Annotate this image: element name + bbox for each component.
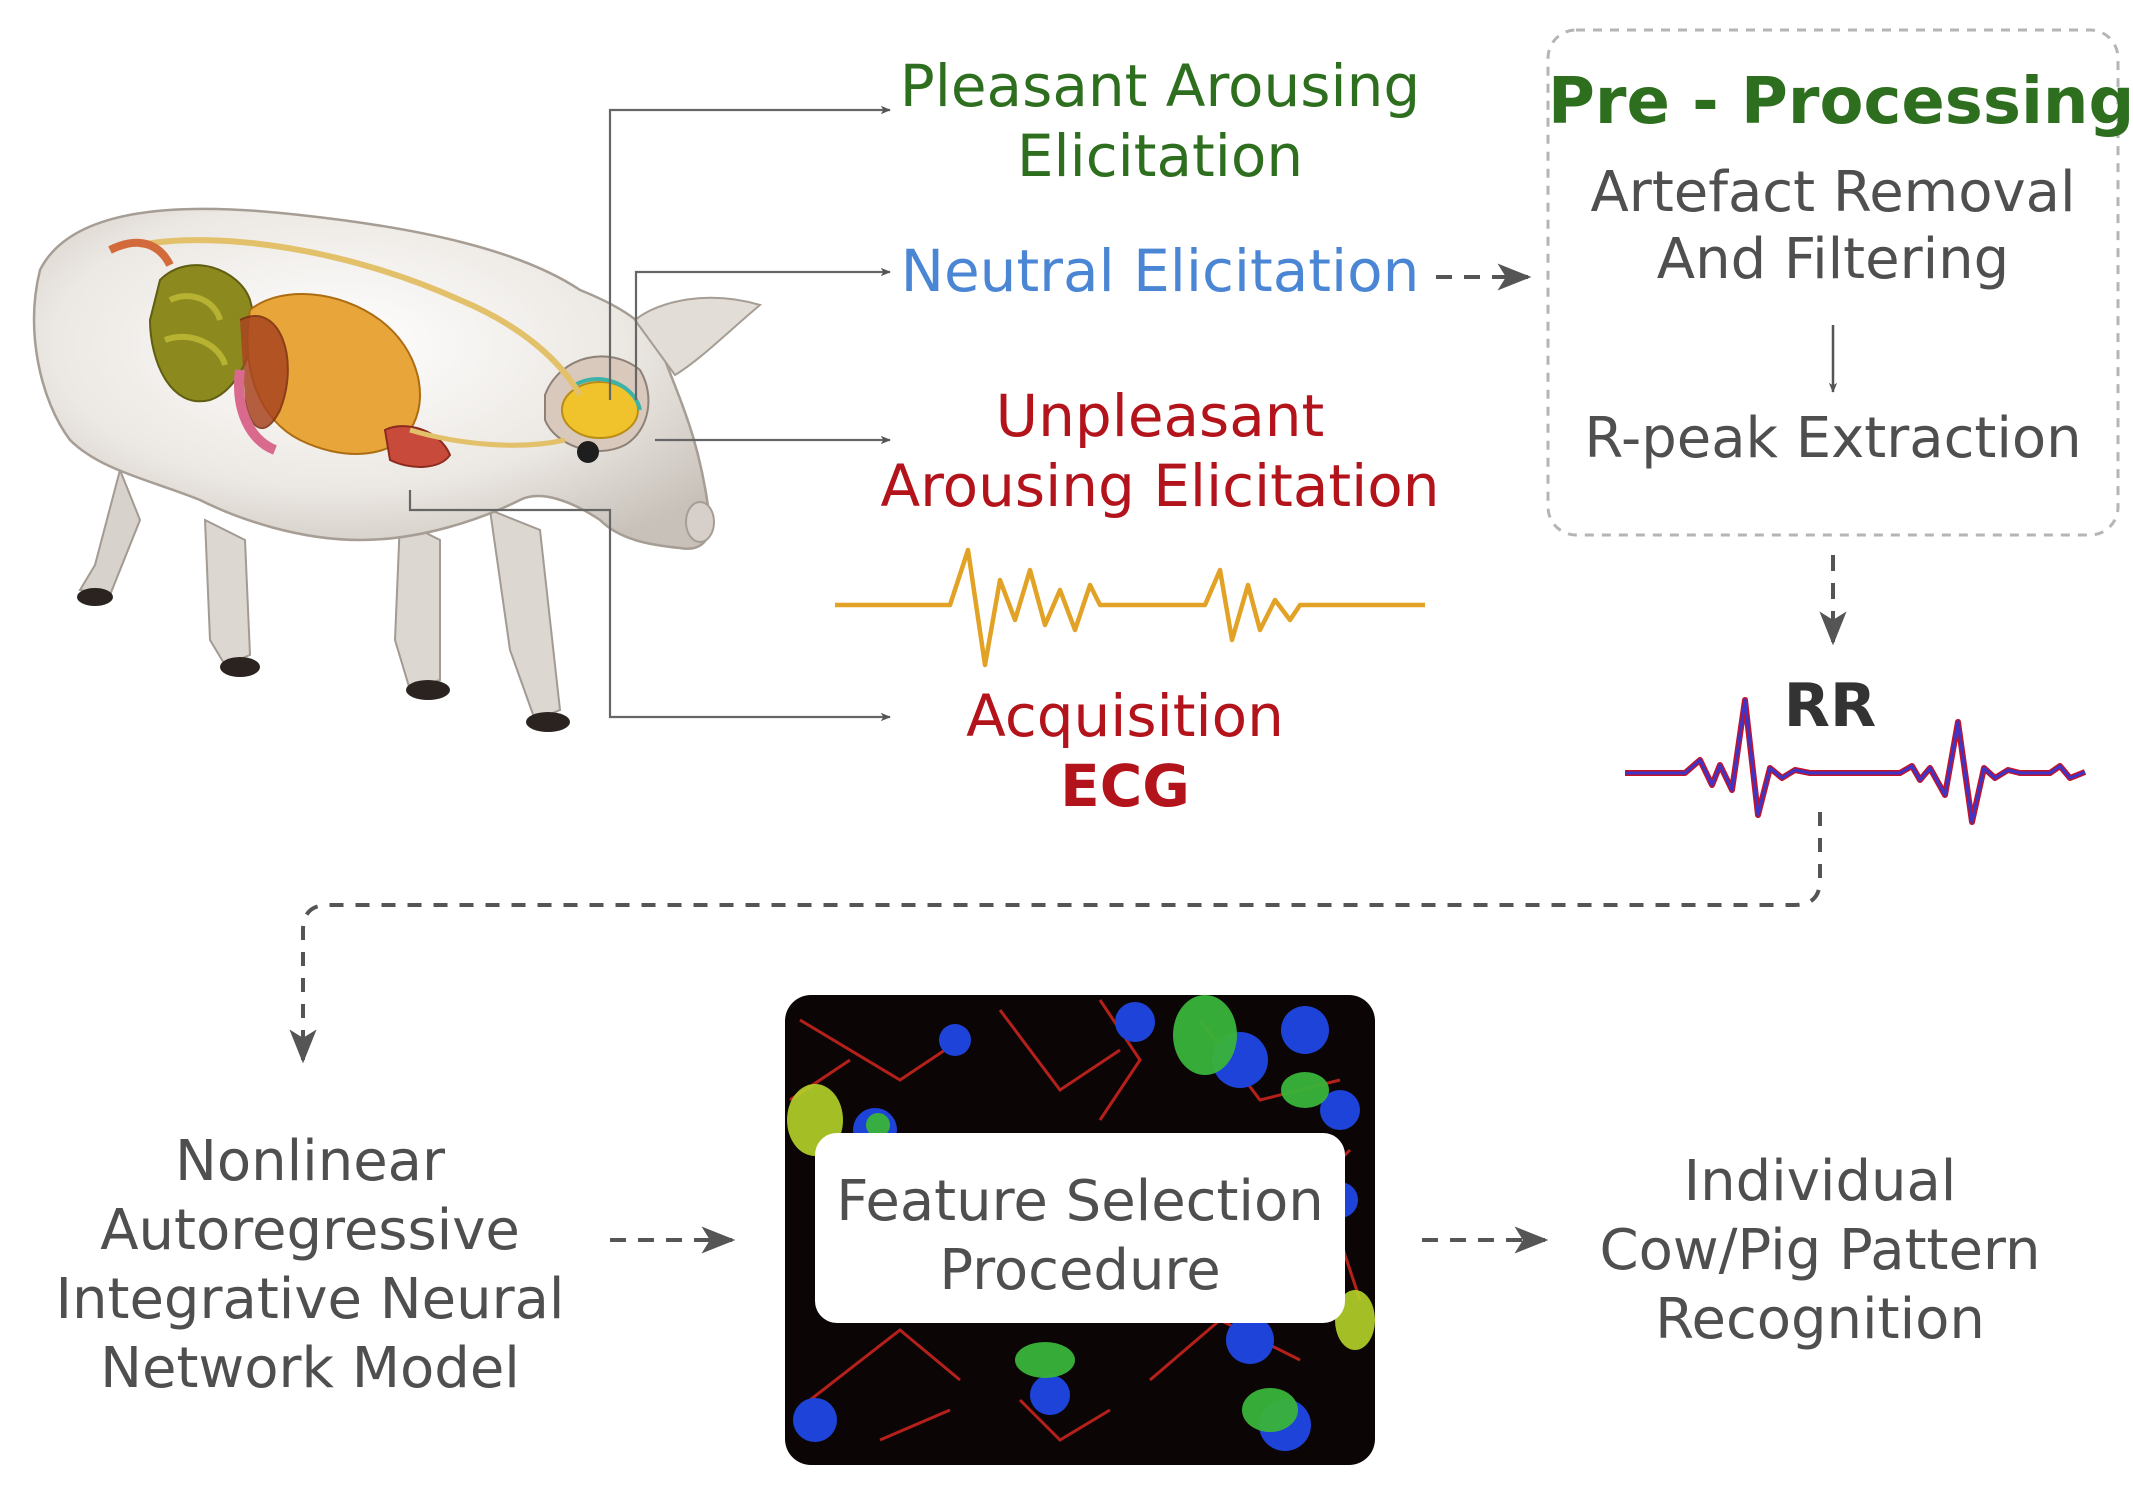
rr-interval-waveform-icon [1625, 697, 2087, 825]
feature-selection-label: Feature Selection Procedure [815, 1168, 1345, 1306]
fluorescence-microscopy-image [785, 995, 1375, 1465]
model-line-3: Integrative Neural [55, 1266, 565, 1332]
model-line-1: Nonlinear [174, 1129, 446, 1194]
feature-selection-box [815, 1133, 1345, 1323]
model-line-4: Network Model [100, 1335, 520, 1401]
pleasant-line-2: Elicitation [1016, 121, 1304, 190]
artefact-removal-line-2: And Filtering [1656, 226, 2010, 292]
acquisition-line: Acquisition [966, 682, 1284, 750]
neutral-elicitation-label: Neutral Elicitation [900, 237, 1420, 305]
stimulus-connectors [408, 105, 891, 722]
r-peak-extraction-label: R-peak Extraction [1584, 406, 2082, 472]
recognition-line-3: Recognition [1655, 1286, 1985, 1352]
ecg-waveform-icon [835, 547, 1425, 668]
rr-to-model-arrow [289, 812, 1822, 1064]
narx-model-label: Nonlinear Autoregressive Integrative Neu… [20, 1128, 600, 1404]
pig-anatomy-illustration [32, 207, 763, 732]
preprocessing-box [1546, 28, 2120, 537]
preprocessing-title: Pre - Processing [1548, 65, 2133, 139]
model-line-2: Autoregressive [100, 1197, 520, 1263]
artefact-removal-line-1: Artefact Removal [1590, 159, 2076, 225]
pleasant-arousing-label: Pleasant Arousing Elicitation [860, 52, 1460, 191]
rr-label: RR [1783, 671, 1877, 741]
unpleasant-line-1: Unpleasant [995, 382, 1325, 450]
pattern-recognition-label: Individual Cow/Pig Pattern Recognition [1560, 1148, 2080, 1355]
pleasant-line-1: Pleasant Arousing [899, 52, 1421, 120]
recognition-line-2: Cow/Pig Pattern [1599, 1217, 2041, 1283]
recognition-line-1: Individual [1683, 1149, 1957, 1214]
ecg-line: ECG [1060, 751, 1190, 820]
preprocessing-labels: Pre - Processing Artefact Removal And Fi… [1548, 64, 2133, 472]
acquisition-ecg-label: Acquisition ECG [860, 682, 1390, 821]
unpleasant-arousing-label: Unpleasant Arousing Elicitation [860, 382, 1460, 521]
feature-line-2: Procedure [939, 1237, 1221, 1303]
unpleasant-line-2: Arousing Elicitation [880, 451, 1440, 520]
feature-line-1: Feature Selection [836, 1169, 1324, 1234]
